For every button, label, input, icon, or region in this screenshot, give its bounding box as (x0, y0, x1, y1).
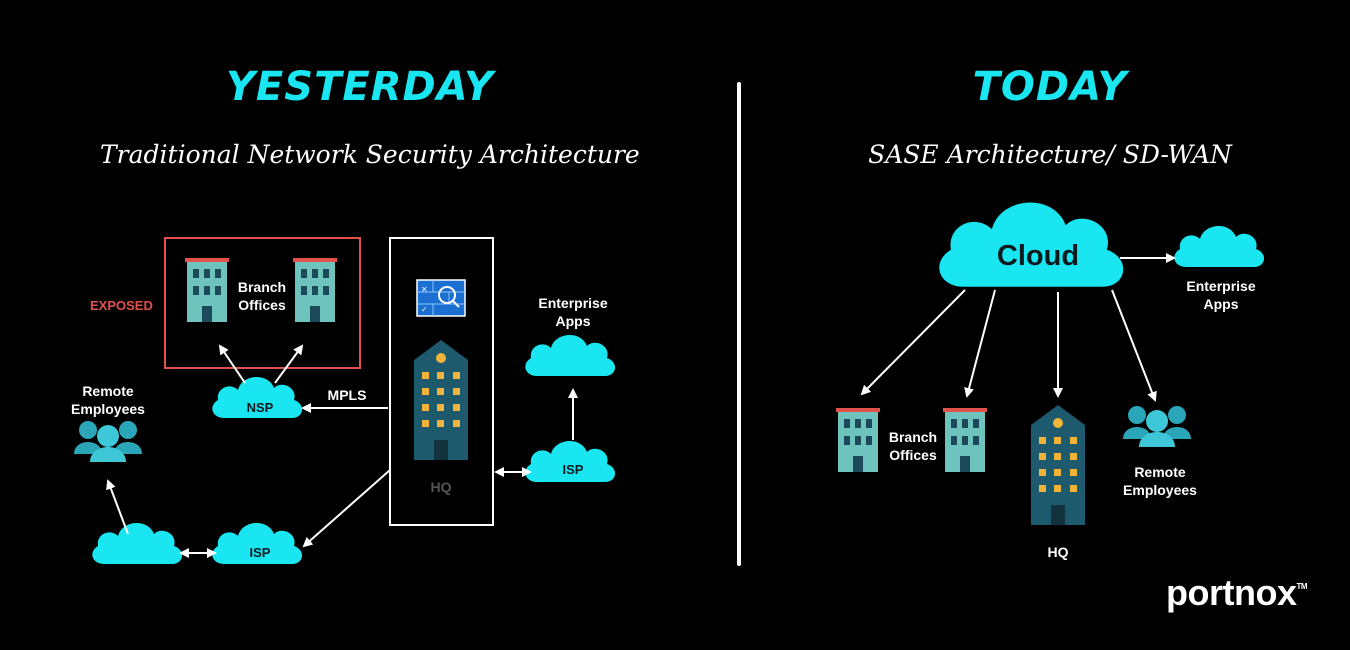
today-title: TODAY (972, 64, 1128, 110)
remote-employees-label-left: Remote Employees (71, 383, 145, 417)
enterprise-cloud-right-icon (1174, 225, 1265, 267)
logo-text: portnox (1166, 572, 1297, 613)
hq-label-right: HQ (1047, 544, 1069, 560)
portnox-logo: portnoxTM (1166, 572, 1308, 614)
branch-office-right-1-icon (836, 408, 880, 472)
mpls-label: MPLS (327, 387, 367, 403)
logo-tm: TM (1296, 582, 1308, 591)
hq-label-left: HQ (430, 479, 452, 495)
branch-office-right-2-icon (943, 408, 987, 472)
arrow-nsp-branch1 (218, 344, 246, 384)
arrow-nsp-branch2 (274, 344, 304, 384)
cloud-label: Cloud (996, 240, 1080, 272)
remote-employees-left-icon (74, 421, 142, 462)
today-subtitle: SASE Architecture/ SD-WAN (868, 140, 1232, 169)
arrow-cloud-remote (106, 479, 129, 535)
arrow-hq-isp-bottom (302, 469, 391, 548)
remote-employees-right-icon (1123, 406, 1191, 447)
exposed-box (164, 237, 361, 369)
remote-employees-label-right: Remote Employees (1123, 464, 1197, 498)
branch-office-left-2-icon (293, 258, 337, 322)
hq-building-right-icon (1031, 405, 1085, 525)
internet-cloud-icon (92, 522, 183, 564)
nsp-label: NSP (246, 400, 274, 415)
firewall-icon: ✕ ✓ (416, 279, 466, 317)
yesterday-subtitle: Traditional Network Security Architectur… (100, 140, 640, 169)
enterprise-cloud-left-icon (525, 334, 616, 376)
svg-text:✓: ✓ (421, 305, 428, 314)
isp-label-right: ISP (562, 462, 584, 477)
hq-box (389, 237, 494, 526)
branch-office-left-1-icon (185, 258, 229, 322)
enterprise-apps-label-right: Enterprise Apps (1186, 278, 1256, 312)
arrow-cloud-remote (1111, 289, 1157, 402)
svg-text:✕: ✕ (421, 285, 428, 294)
hq-building-left-icon (414, 340, 468, 460)
arrow-cloud-branch1 (860, 289, 966, 396)
yesterday-title: YESTERDAY (225, 64, 495, 110)
exposed-label: EXPOSED (90, 298, 153, 313)
enterprise-apps-label-left: Enterprise Apps (538, 295, 608, 329)
arrow-cloud-branch2 (964, 289, 996, 398)
branch-offices-label-right: Branch Offices (888, 429, 938, 463)
isp-label-bottom: ISP (249, 545, 271, 560)
branch-offices-label-left: Branch Offices (237, 279, 287, 313)
